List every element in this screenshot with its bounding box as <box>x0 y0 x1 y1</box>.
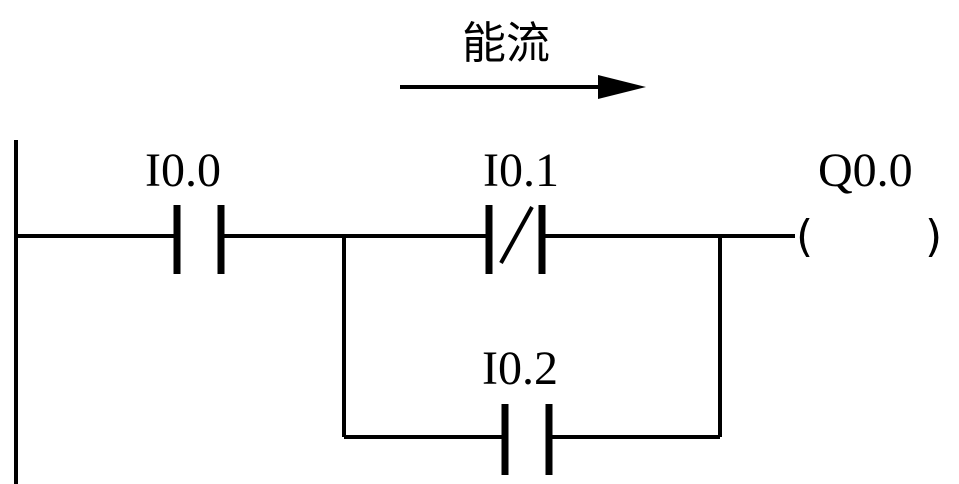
contact-i01: I0.1 <box>483 144 559 274</box>
coil-open-paren: ( <box>796 211 813 262</box>
parallel-branch <box>342 236 722 439</box>
coil-close-paren: ) <box>925 211 942 262</box>
contact-i00: I0.0 <box>145 144 225 274</box>
power-flow-indicator: 能流 <box>400 18 646 99</box>
contact-i01-slash <box>499 206 534 264</box>
power-flow-arrow-head <box>598 75 646 99</box>
contact-i02: I0.2 <box>482 342 558 475</box>
coil-q00: Q0.0 ( ) <box>796 144 942 262</box>
contact-i00-address: I0.0 <box>145 144 221 197</box>
contact-i02-address: I0.2 <box>482 342 558 395</box>
contact-i01-address: I0.1 <box>483 144 559 197</box>
power-flow-label: 能流 <box>462 18 550 69</box>
coil-q00-address: Q0.0 <box>818 144 913 197</box>
